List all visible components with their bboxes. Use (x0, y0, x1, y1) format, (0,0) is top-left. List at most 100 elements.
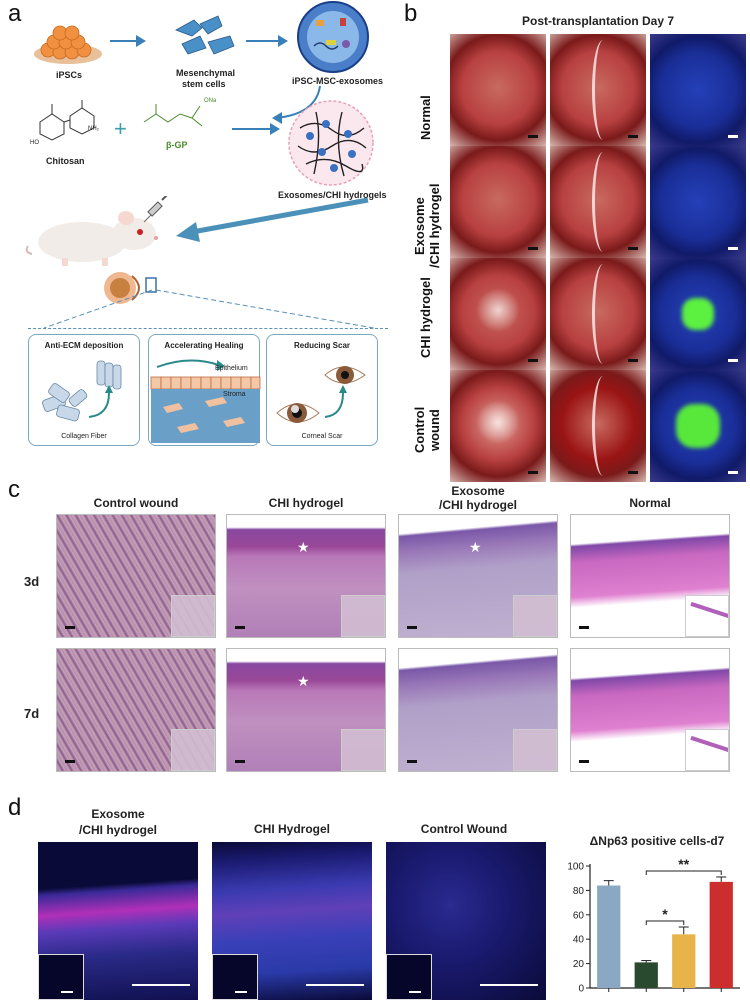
scale-bar (528, 247, 538, 250)
card-scar-title: Reducing Scar (293, 341, 350, 350)
epithelium-stroma-illustration (150, 359, 261, 443)
chem-nh2-label: NH₂ (88, 126, 99, 132)
chart-title: ΔNp63 positive cells-d7 (589, 834, 725, 848)
histology-r0-c3 (570, 514, 730, 638)
arrowhead-icon (136, 35, 146, 47)
inset-scale-bar (235, 991, 247, 993)
histology-r1-c2 (398, 648, 558, 772)
arrow-to-hydrogel (232, 128, 272, 130)
panel-d-col-control: Control Wound (420, 822, 508, 836)
card-scar-caption: Corneal Scar (301, 433, 343, 440)
corneal-opacity (476, 400, 520, 444)
panel-d-col-exosome: Exosome /CHI hydrogel (78, 807, 157, 837)
scale-bar (579, 760, 589, 763)
histology-inset (171, 729, 215, 771)
histology-r0-c1: ★ (226, 514, 386, 638)
histology-inset (341, 729, 385, 771)
star-marker: ★ (297, 539, 310, 555)
scale-bar (628, 247, 638, 250)
scale-bar (306, 984, 364, 986)
histology-r1-c3 (570, 648, 730, 772)
eye-photo-r1-c2 (650, 146, 746, 258)
label-epithelium: Epithelium (215, 365, 248, 372)
corneal-slit-arc (592, 376, 614, 476)
corneal-slit-arc (592, 40, 614, 140)
eye-photo-r3-c1 (550, 370, 646, 482)
label-msc-line1: Mesenchymal (176, 68, 236, 78)
histology-inset (341, 595, 385, 637)
panel-b-row-chi: CHI hydrogel (418, 277, 433, 359)
label-bgp: β-GP (166, 140, 188, 150)
bar-3 (709, 881, 733, 988)
panel-d-col-chi: CHI Hydrogel (253, 822, 330, 836)
eye-photo-r2-c2 (650, 258, 746, 370)
hydrogel-illustration (288, 100, 374, 186)
histology-inset (685, 595, 729, 637)
inset-tissue-line (690, 735, 728, 753)
label-msc-line2: stem cells (182, 79, 226, 89)
scale-bar (628, 135, 638, 138)
corneal-slit-arc (592, 264, 614, 364)
eye-photo-r0-c0 (450, 34, 546, 146)
scale-bar (528, 471, 538, 474)
inset-tissue-line (690, 601, 728, 619)
eye-photo-r1-c1 (550, 146, 646, 258)
scale-bar (628, 471, 638, 474)
eye-photo-r0-c1 (550, 34, 646, 146)
eye-scar-illustration (276, 366, 366, 423)
fluorescence-inset (212, 954, 258, 1000)
fluorescence-inset (386, 954, 432, 1000)
y-tick-label: 0 (578, 984, 584, 995)
y-tick-label: 60 (573, 910, 585, 921)
scale-bar (728, 359, 738, 362)
card-reducing-scar: Reducing Scar Corneal Scar (266, 334, 378, 446)
eye-photo-r1-c0 (450, 146, 546, 258)
scale-bar (235, 760, 245, 763)
star-marker: ★ (469, 539, 482, 555)
bar-0 (597, 885, 621, 988)
chem-oh-label: HO (30, 140, 39, 146)
y-tick-label: 100 (567, 862, 584, 873)
scale-bar (65, 626, 75, 629)
histology-inset (513, 595, 557, 637)
histology-r1-c1: ★ (226, 648, 386, 772)
panel-c-col-exosome: Exosome /CHI hydrogel (438, 484, 517, 512)
significance-bracket (645, 870, 722, 875)
panel-letter-b: b (404, 0, 418, 27)
panel-b-title: Post-transplantation Day 7 (521, 14, 675, 28)
panel-letter-a: a (8, 0, 22, 27)
histology-inset (513, 729, 557, 771)
y-tick-label: 20 (573, 959, 585, 970)
bgp-structure (143, 104, 203, 127)
histology-inset (171, 595, 215, 637)
fluorescence-inset (38, 954, 84, 1000)
eye-photo-r3-c2 (650, 370, 746, 482)
plus-sign: + (114, 116, 127, 141)
panel-c-col-normal: Normal (629, 496, 671, 510)
histology-r1-c0 (56, 648, 216, 772)
y-tick-label: 80 (573, 886, 585, 897)
mouse-illustration (25, 211, 158, 266)
scale-bar (628, 359, 638, 362)
scale-bar (235, 626, 245, 629)
label-ipscs: iPSCs (56, 70, 83, 80)
y-tick-label: 40 (573, 935, 585, 946)
significance-label: * (662, 906, 668, 922)
card-anti-ecm-caption: Collagen Fiber (61, 433, 107, 440)
scale-bar (480, 984, 538, 986)
label-hydrogel: Exosomes/CHI hydrogels (278, 190, 387, 200)
eye-anatomy-illustration (104, 272, 157, 304)
scale-bar (407, 626, 417, 629)
panel-c-col-control: Control wound (93, 496, 179, 510)
scale-bar (728, 135, 738, 138)
chem-ona-label: ONa (204, 98, 217, 104)
label-chitosan: Chitosan (46, 156, 85, 166)
histology-r0-c0 (56, 514, 216, 638)
fluorescence-image-1 (212, 842, 372, 1000)
label-exosomes: iPSC-MSC-exosomes (292, 76, 384, 86)
bar-2 (672, 934, 696, 988)
arrow-ipsc-to-msc (110, 40, 138, 42)
arrowhead-icon (270, 123, 280, 135)
msc-illustration (175, 15, 235, 55)
